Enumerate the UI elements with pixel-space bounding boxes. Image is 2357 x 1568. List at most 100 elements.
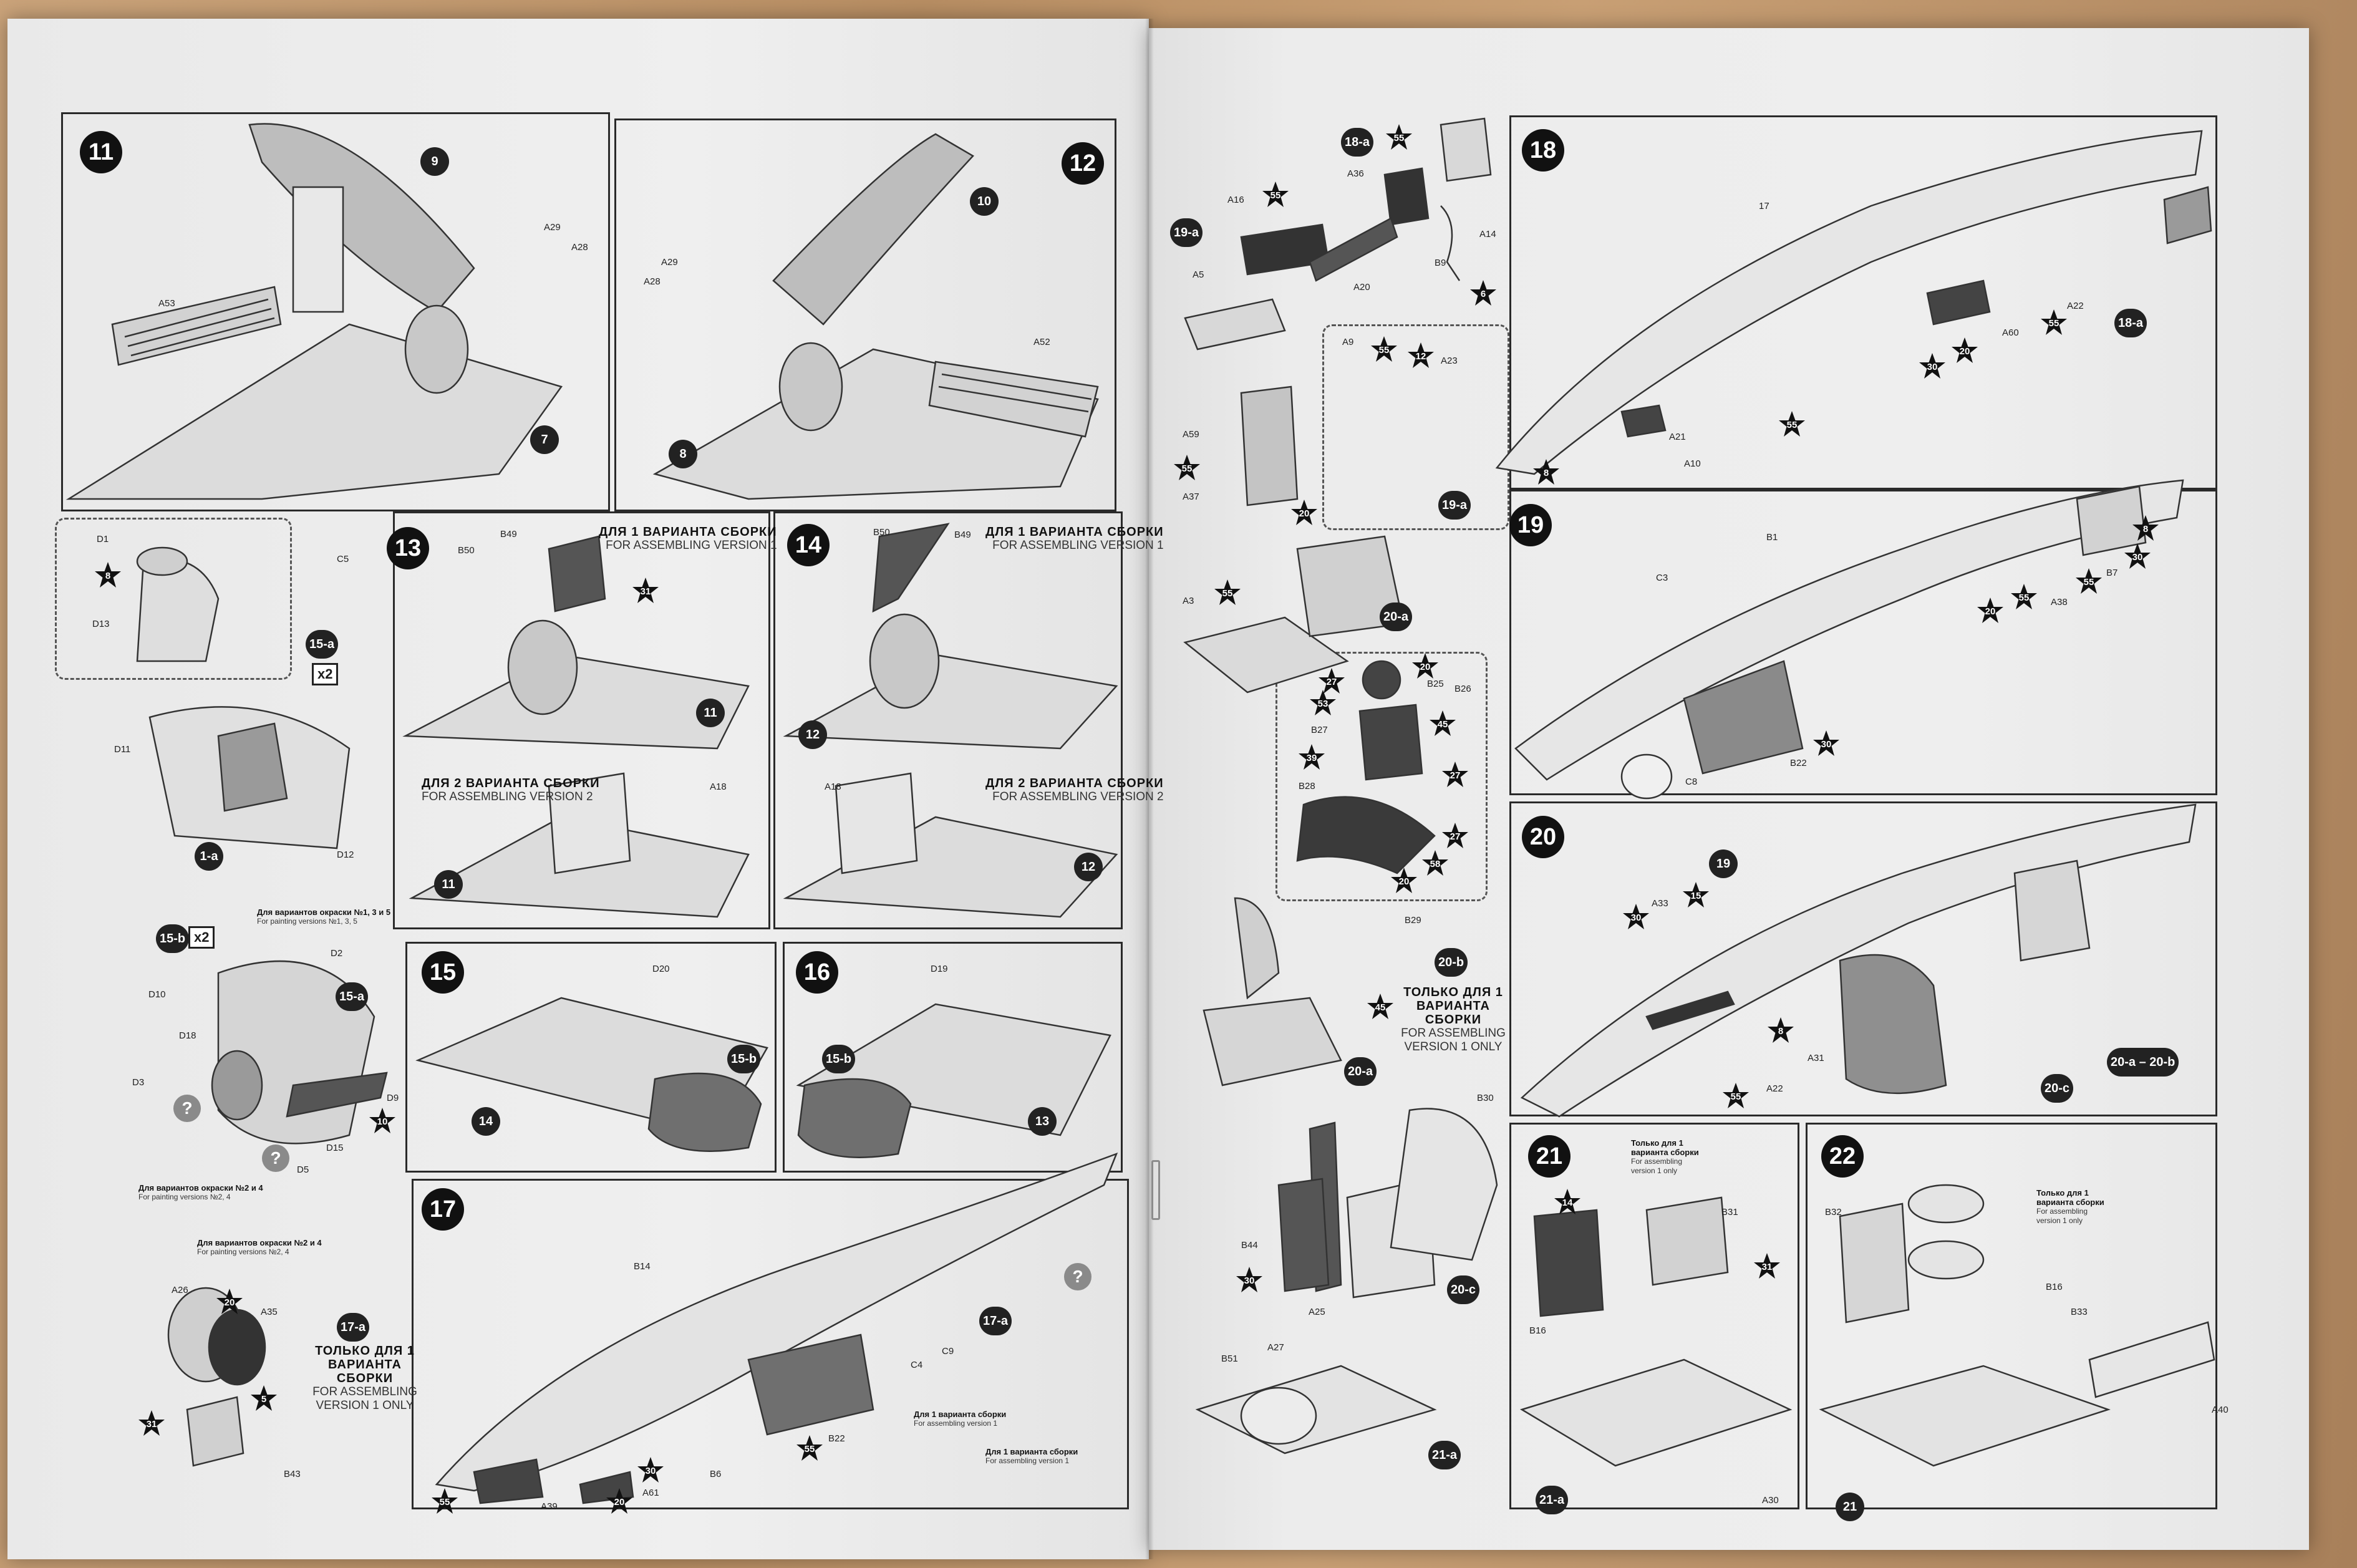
quantity-15b: x2 <box>188 926 215 949</box>
paint-code: 8 <box>1778 1025 1784 1037</box>
note-only-version-1-step-22: Только для 1 варианта сборки For assembl… <box>2036 1188 2111 1226</box>
note-en: FOR ASSEMBLING VERSION 1 ONLY <box>312 1385 417 1412</box>
paint-star-icon: 55 <box>1721 1082 1750 1111</box>
paint-code: 20 <box>224 1297 235 1308</box>
paint-code: 31 <box>1761 1261 1773 1272</box>
part-label: B26 <box>1454 684 1471 694</box>
paint-code: 30 <box>1927 361 1938 372</box>
note-only-version-1-17a: ТОЛЬКО ДЛЯ 1 ВАРИАНТА СБОРКИ FOR ASSEMBL… <box>306 1344 424 1413</box>
note-painting-1-3-5: Для вариантов окраски №1, 3 и 5 For pain… <box>257 907 390 926</box>
step-21-panel <box>1509 1123 1799 1509</box>
paint-star-icon: 27 <box>1441 822 1469 851</box>
part-label: C8 <box>1685 777 1698 787</box>
note-ru: Только для 1 варианта сборки <box>2036 1188 2104 1207</box>
part-label: A10 <box>1684 458 1701 469</box>
paint-code: 15 <box>1690 890 1701 901</box>
note-version-1-step-13: ДЛЯ 1 ВАРИАНТА СБОРКИ FOR ASSEMBLING VER… <box>599 525 777 553</box>
paint-code: 6 <box>1480 288 1486 299</box>
part-label: A39 <box>541 1501 558 1512</box>
part-label: B22 <box>1790 758 1807 768</box>
part-label: B22 <box>828 1433 845 1444</box>
note-en: For painting versions №2, 4 <box>138 1193 231 1201</box>
step-14-badge: 14 <box>787 524 830 566</box>
part-label: A30 <box>1762 1495 1779 1506</box>
note-ru: ДЛЯ 2 ВАРИАНТА СБОРКИ <box>985 777 1164 790</box>
note-en: FOR ASSEMBLING VERSION 2 <box>422 790 593 803</box>
subassembly-18a-ref: 18-a <box>2114 309 2147 337</box>
paint-code: 58 <box>1430 858 1441 869</box>
subassembly-20c-ref: 20-c <box>2041 1074 2074 1103</box>
part-ref-10: 10 <box>970 187 999 216</box>
paint-star-icon: 55 <box>430 1488 459 1516</box>
part-ref-14: 14 <box>472 1107 500 1136</box>
part-label: B31 <box>1721 1207 1738 1217</box>
subassembly-15b-ref-1: 15-b <box>727 1045 761 1073</box>
part-ref-12-a: 12 <box>798 720 827 749</box>
subassembly-pilot-frame <box>1275 652 1488 901</box>
step-21-badge: 21 <box>1528 1135 1571 1178</box>
paint-code: 55 <box>2083 576 2094 588</box>
paint-code: 55 <box>1730 1091 1741 1102</box>
part-label: 17 <box>1759 201 1769 211</box>
step-15-badge: 15 <box>422 951 464 994</box>
paint-star-icon: 55 <box>2040 309 2068 337</box>
note-en: For assembling version 1 <box>914 1419 998 1428</box>
part-label: A22 <box>2067 301 2084 311</box>
part-label: A18 <box>825 782 841 792</box>
part-label: D12 <box>337 849 354 860</box>
part-label: A22 <box>1766 1083 1783 1094</box>
paint-code: 20 <box>1985 606 1996 617</box>
note-en: For painting versions №1, 3, 5 <box>257 917 357 926</box>
paint-star-icon: 55 <box>1370 336 1398 364</box>
paint-star-icon: 6 <box>1469 279 1498 308</box>
paint-star-icon: 55 <box>2010 583 2038 612</box>
part-label: B16 <box>2046 1282 2063 1292</box>
note-ru: ТОЛЬКО ДЛЯ 1 ВАРИАНТА СБОРКИ <box>1403 985 1503 1027</box>
step-13-badge: 13 <box>387 527 429 569</box>
paint-star-icon: 55 <box>2074 568 2103 596</box>
part-label: D1 <box>97 534 109 544</box>
part-label: A53 <box>158 298 175 309</box>
paint-star-icon: 14 <box>1553 1188 1582 1217</box>
note-en: FOR ASSEMBLING VERSION 2 <box>992 790 1164 803</box>
paint-code: 55 <box>1786 419 1798 430</box>
note-en: FOR ASSEMBLING VERSION 1 <box>992 539 1164 552</box>
paint-star-icon: 30 <box>1812 730 1841 758</box>
part-label: B43 <box>284 1469 301 1479</box>
paint-star-icon: 20 <box>1411 652 1440 681</box>
paint-star-icon: 20 <box>1950 337 1979 365</box>
part-ref-8: 8 <box>669 440 697 468</box>
quantity-15a: x2 <box>312 663 339 685</box>
paint-star-icon: 31 <box>1753 1252 1781 1281</box>
subassembly-21a-badge: 21-a <box>1428 1441 1461 1469</box>
paint-star-icon: 30 <box>1918 352 1947 381</box>
paint-star-icon: 8 <box>1766 1017 1795 1045</box>
question-icon: ? <box>1064 1263 1091 1290</box>
note-version-1-step-17-b: Для 1 варианта сборки For assembling ver… <box>985 1447 1078 1466</box>
paint-code: 30 <box>1244 1275 1255 1286</box>
part-label: B50 <box>458 545 475 556</box>
part-label: A27 <box>1267 1342 1284 1353</box>
note-en: FOR ASSEMBLING VERSION 1 ONLY <box>1401 1027 1506 1053</box>
part-label: A59 <box>1183 429 1199 440</box>
subassembly-17a-badge: 17-a <box>337 1313 370 1342</box>
part-label: B30 <box>1477 1093 1494 1103</box>
part-ref-21: 21 <box>1836 1493 1864 1521</box>
subassembly-19a-ref: 19-a <box>1438 491 1471 520</box>
subassembly-15b-badge: 15-b <box>156 924 190 953</box>
part-label: D13 <box>92 619 110 629</box>
part-label: B6 <box>710 1469 722 1479</box>
paint-code: 55 <box>1393 132 1405 143</box>
paint-code: 30 <box>645 1465 656 1476</box>
subassembly-20b-badge: 20-b <box>1435 948 1468 977</box>
paint-code: 20 <box>1299 508 1310 519</box>
paint-code: 53 <box>1317 698 1329 709</box>
question-icon: ? <box>262 1145 289 1172</box>
paint-star-icon: 30 <box>1622 903 1650 932</box>
paint-star-icon: 30 <box>2123 543 2152 571</box>
part-label: B16 <box>1529 1325 1546 1336</box>
paint-code: 31 <box>146 1418 157 1430</box>
part-ref-11-a: 11 <box>696 699 725 727</box>
part-label: C9 <box>942 1346 954 1357</box>
paint-code: 31 <box>640 586 651 597</box>
